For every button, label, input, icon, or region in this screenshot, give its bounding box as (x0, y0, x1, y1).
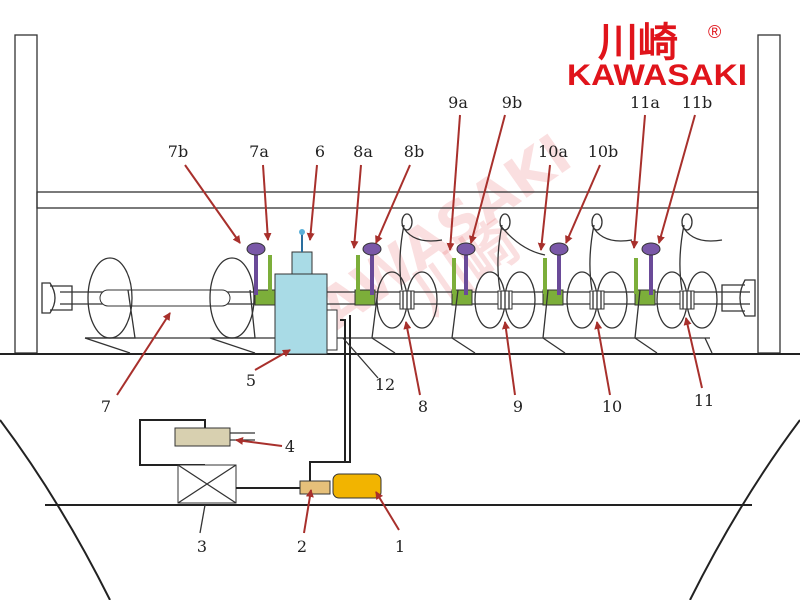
winch-assembly (41, 213, 756, 355)
label-10a: 10a (538, 142, 568, 161)
logo-english: KAWASAKI (567, 59, 747, 92)
label-3: 3 (197, 537, 207, 556)
hydraulic-system (139, 315, 382, 504)
hydraulic-motor (274, 229, 338, 355)
callout-labels: 7b 7a 6 8a 8b 9a 9b 10a 10b 11a 11b 7 5 … (101, 93, 714, 556)
coupling-2 (299, 480, 331, 495)
label-1: 1 (395, 537, 405, 556)
left-post (14, 34, 38, 354)
label-5: 5 (246, 371, 256, 390)
label-10: 10 (602, 397, 622, 416)
pipe-to-motor (309, 315, 351, 481)
label-10b: 10b (588, 142, 619, 161)
label-7b: 7b (168, 142, 188, 161)
warping-head-left (41, 282, 73, 314)
label-7: 7 (101, 397, 111, 416)
label-11b: 11b (682, 93, 713, 112)
label-8a: 8a (353, 142, 373, 161)
label-9b: 9b (502, 93, 522, 112)
label-7a: 7a (249, 142, 269, 161)
engine-1 (332, 473, 382, 499)
hull-right (689, 419, 800, 600)
warping-head-right (721, 279, 756, 317)
kawasaki-logo: 川崎 ® KAWASAKI (567, 20, 747, 92)
brake-handles (246, 242, 661, 295)
label-2: 2 (297, 537, 307, 556)
logo-registered: ® (708, 22, 721, 42)
label-9: 9 (513, 397, 523, 416)
label-4: 4 (285, 437, 295, 456)
gypsy-drums (371, 213, 723, 354)
label-11: 11 (694, 391, 714, 410)
label-8b: 8b (404, 142, 424, 161)
pipe-loop (139, 419, 206, 466)
label-11a: 11a (630, 93, 660, 112)
logo-chinese: 川崎 (598, 20, 678, 66)
valve-block-4 (174, 427, 231, 447)
label-6: 6 (315, 142, 325, 161)
callout-arrows (116, 114, 703, 534)
label-8: 8 (418, 397, 428, 416)
label-9a: 9a (448, 93, 468, 112)
right-post (757, 34, 781, 354)
ship-structure (0, 34, 800, 600)
hull-left (0, 419, 111, 600)
label-12: 12 (375, 375, 395, 394)
